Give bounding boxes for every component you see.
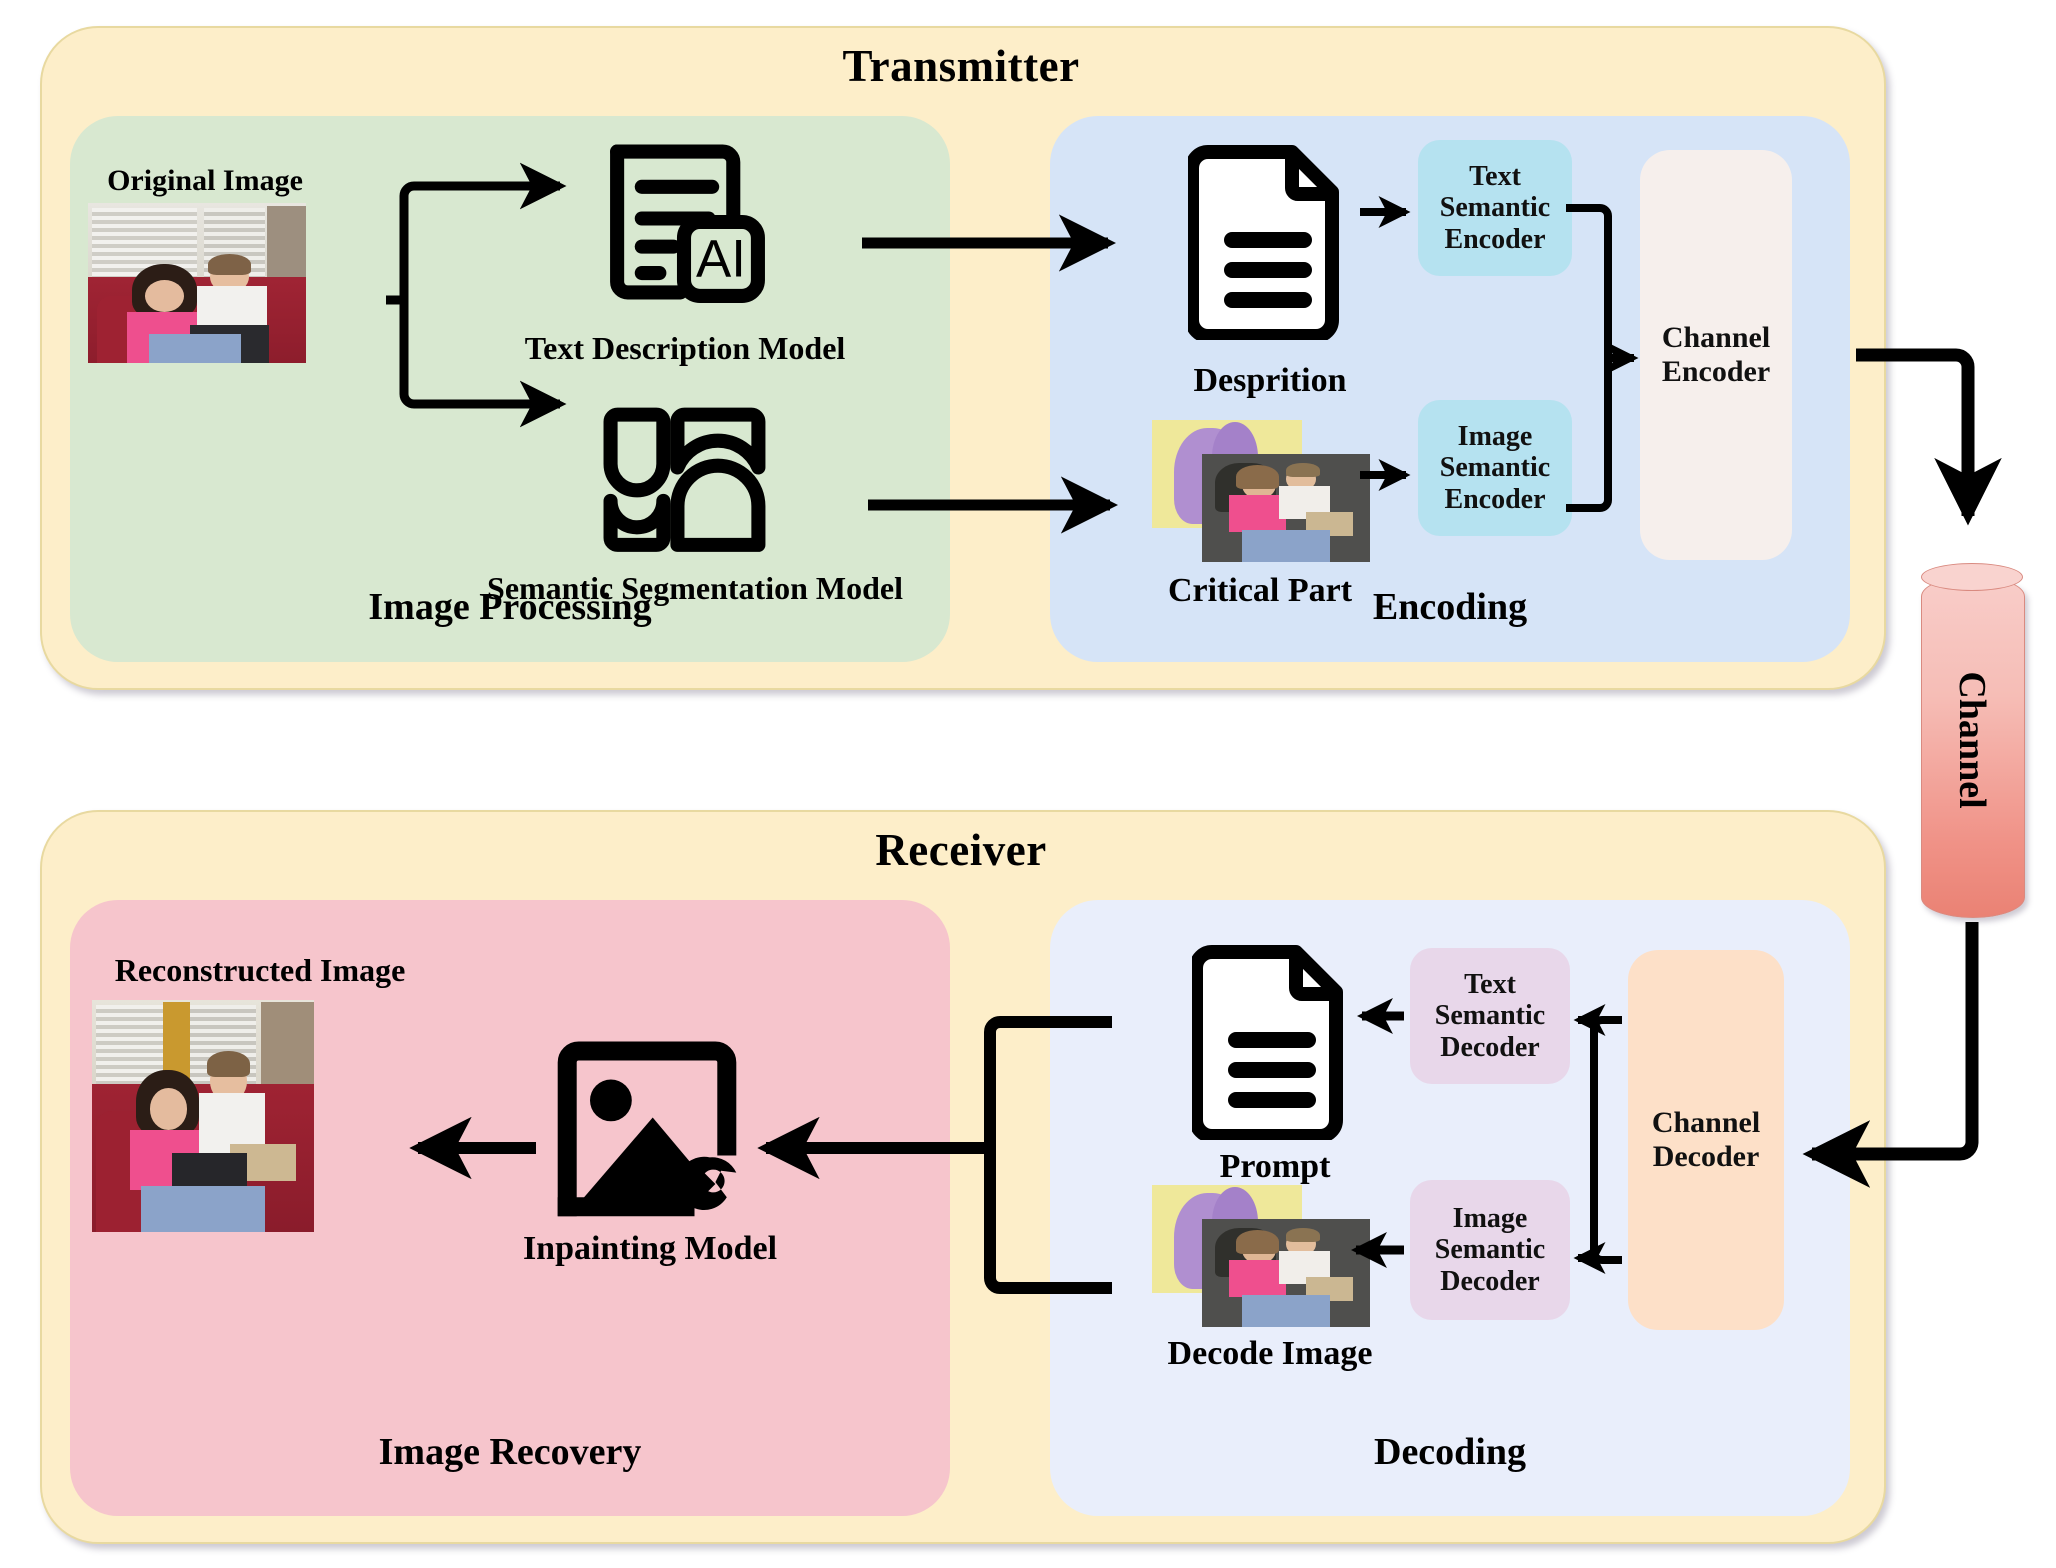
image-semantic-decoder-line-1: Image — [1452, 1202, 1528, 1234]
image-wrench-icon — [557, 1041, 737, 1217]
prompt-label: Prompt — [1219, 1148, 1331, 1185]
image-semantic-encoder-line-1: Image — [1457, 420, 1533, 452]
decoding-title: Decoding — [1374, 1431, 1526, 1473]
text-description-model-label: Text Description Model — [524, 330, 846, 366]
encoding-title: Encoding — [1372, 586, 1528, 628]
text-semantic-decoder-line-2: Semantic — [1434, 1000, 1546, 1032]
image-semantic-encoder-chip[interactable]: Image Semantic Encoder — [1418, 400, 1572, 536]
description-label: Desprition — [1193, 362, 1347, 399]
text-semantic-decoder-chip[interactable]: Text Semantic Decoder — [1410, 948, 1570, 1084]
document-icon — [1192, 945, 1343, 1140]
image-semantic-encoder-line-2: Semantic — [1439, 452, 1551, 484]
text-semantic-decoder-line-1: Text — [1464, 968, 1516, 1000]
image-semantic-decoder-chip[interactable]: Image Semantic Decoder — [1410, 1180, 1570, 1320]
reconstructed-image-label: Reconstructed Image — [114, 952, 406, 988]
ai-document-icon: AI — [610, 144, 765, 303]
segmentation-icon — [603, 407, 766, 552]
reconstructed-image-thumbnail — [92, 1000, 314, 1232]
channel-decoder-line-2: Decoder — [1652, 1140, 1760, 1173]
decode-image-thumbnail — [1152, 1185, 1370, 1327]
decode-image-label: Decode Image — [1167, 1335, 1373, 1372]
semantic-segmentation-model-label: Semantic Segmentation Model — [487, 570, 903, 606]
channel-cylinder-top — [1921, 563, 2023, 591]
receiver-title: Receiver — [875, 825, 1047, 875]
text-semantic-encoder-line-3: Encoder — [1444, 223, 1546, 255]
svg-text:AI: AI — [696, 230, 746, 289]
channel-encoder-chip[interactable]: Channel Encoder — [1640, 150, 1792, 560]
channel-encoder-line-2: Encoder — [1661, 355, 1771, 388]
image-semantic-encoder-line-3: Encoder — [1444, 483, 1546, 515]
text-semantic-encoder-line-2: Semantic — [1439, 192, 1551, 224]
channel-decoder-line-1: Channel — [1651, 1106, 1761, 1140]
transmitter-title: Transmitter — [842, 41, 1080, 91]
critical-part-label: Critical Part — [1167, 572, 1353, 609]
critical-part-thumbnail — [1152, 420, 1370, 562]
document-icon — [1188, 145, 1339, 340]
image-semantic-decoder-line-2: Semantic — [1434, 1234, 1546, 1266]
image-processing-title: Image Processing — [368, 586, 652, 628]
channel-label: Channel — [1951, 671, 1993, 809]
image-semantic-decoder-line-3: Decoder — [1440, 1265, 1540, 1297]
image-recovery-title: Image Recovery — [378, 1431, 642, 1473]
text-semantic-encoder-line-1: Text — [1469, 160, 1521, 192]
decode-image-photo — [1202, 1219, 1370, 1327]
original-image-thumbnail — [88, 203, 306, 363]
critical-part-photo — [1202, 454, 1370, 562]
channel-cylinder — [1921, 576, 2025, 918]
text-semantic-encoder-chip[interactable]: Text Semantic Encoder — [1418, 140, 1572, 276]
original-image-label: Original Image — [107, 164, 303, 197]
text-semantic-decoder-line-3: Decoder — [1440, 1031, 1540, 1063]
channel-decoder-chip[interactable]: Channel Decoder — [1628, 950, 1784, 1330]
inpainting-model-label: Inpainting Model — [522, 1230, 778, 1267]
channel-encoder-line-1: Channel — [1661, 321, 1771, 355]
